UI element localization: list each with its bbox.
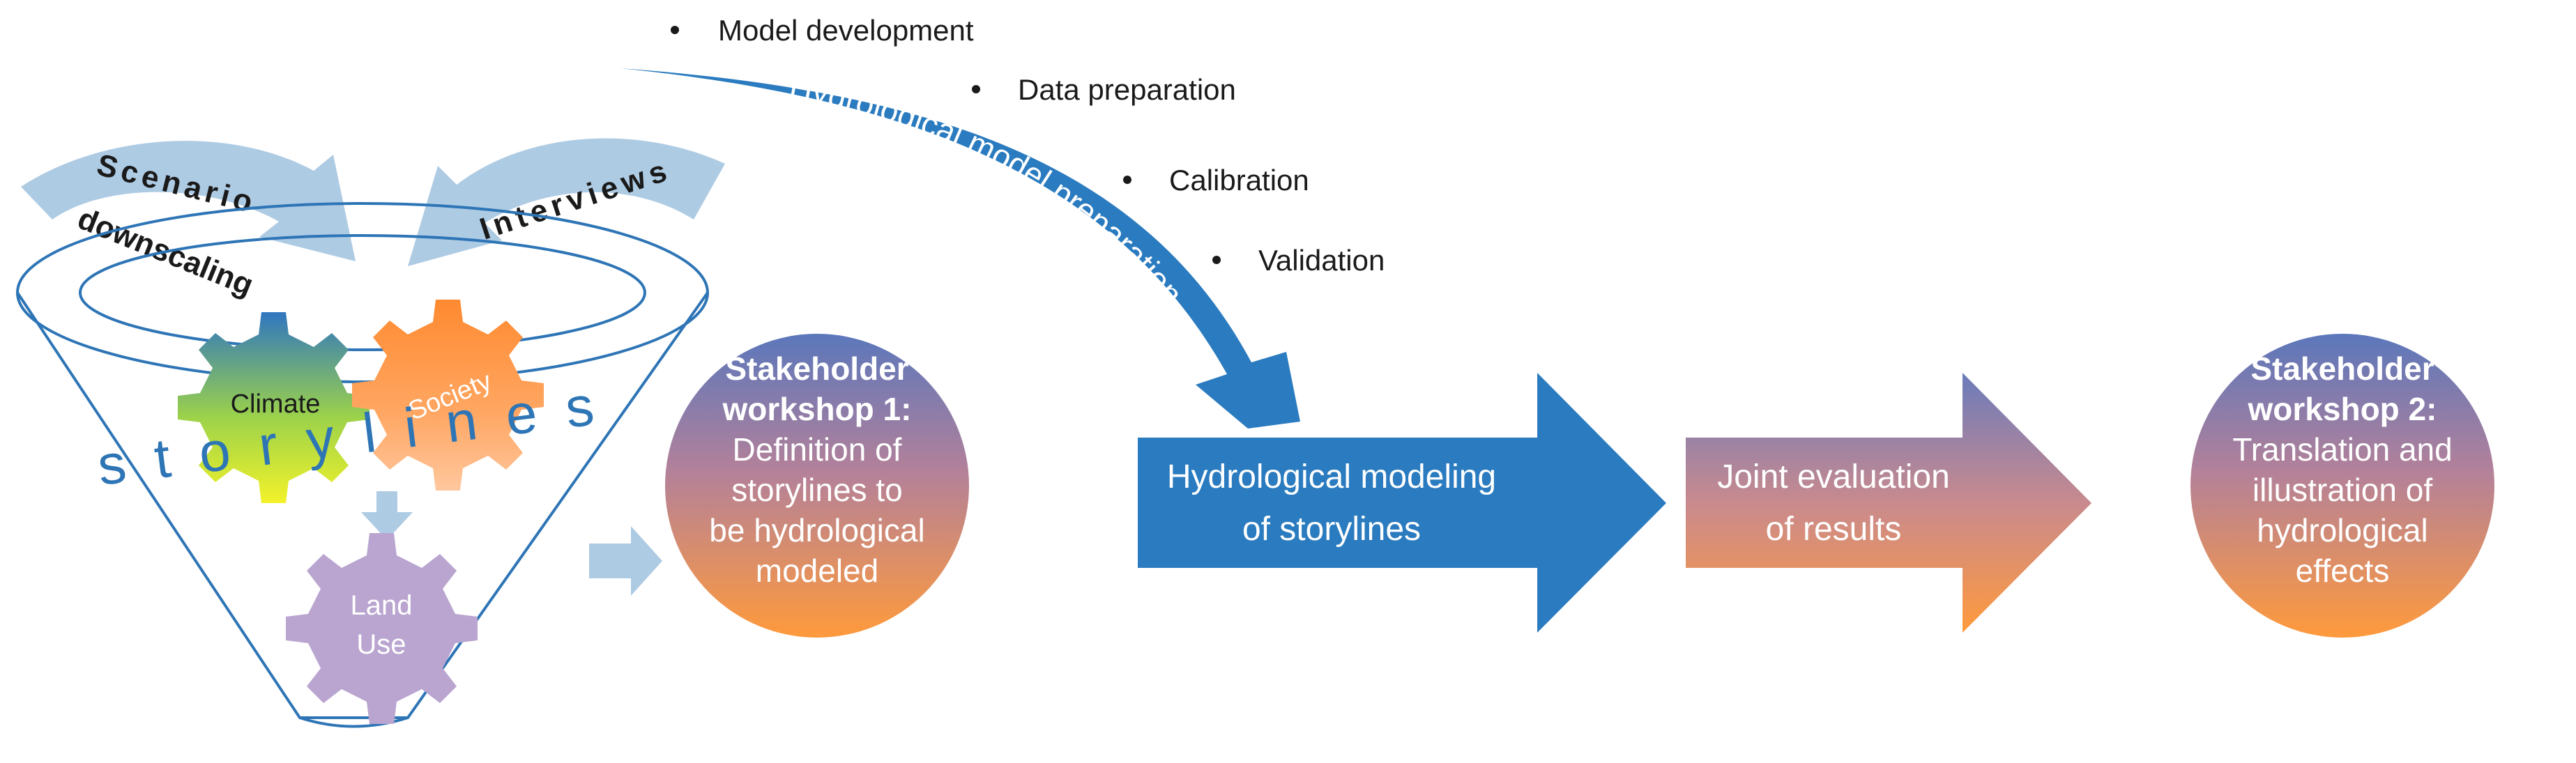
workshop1-line-2: workshop 1:	[722, 391, 912, 427]
workshop1-line-5: be hydrological	[709, 512, 924, 548]
storylines-funnel	[16, 202, 709, 728]
bullet-validation: Validation	[1258, 244, 1385, 277]
society-gear-icon: Society	[352, 300, 544, 491]
model-preparation-bullets: Model development Data preparation Calib…	[671, 14, 1385, 277]
landuse-label-1: Land	[351, 590, 413, 621]
down-arrow-icon	[361, 491, 413, 540]
climate-gear-icon: Climate	[178, 312, 369, 503]
workshop1-line-1: Stakeholder	[725, 350, 908, 387]
workshop2-line-4: illustration of	[2253, 472, 2432, 508]
right-arrow-icon	[589, 526, 662, 596]
bullet-calibration: Calibration	[1169, 164, 1309, 196]
workshop1-line-3: Definition of	[733, 431, 902, 468]
stakeholder-workshop-1: Stakeholder workshop 1: Definition of st…	[665, 334, 969, 638]
bullet-model-development: Model development	[718, 14, 974, 47]
stakeholder-workshop-2: Stakeholder workshop 2: Translation and …	[2190, 334, 2494, 638]
workshop1-line-6: modeled	[756, 553, 878, 589]
modeling-label-1: Hydrological modeling	[1167, 458, 1496, 495]
bullet-icon	[1123, 176, 1131, 184]
climate-label: Climate	[231, 390, 321, 419]
workshop1-line-4: storylines to	[731, 472, 902, 508]
bullet-data-preparation: Data preparation	[1018, 73, 1236, 106]
workshop2-line-1: Stakeholder	[2250, 350, 2434, 387]
bullet-icon	[671, 26, 679, 34]
workshop2-line-2: workshop 2:	[2248, 391, 2437, 427]
evaluation-label-1: Joint evaluation	[1717, 458, 1950, 495]
workshop2-line-3: Translation and	[2232, 431, 2452, 468]
interviews-arrow: Interviews	[408, 138, 725, 266]
landuse-gear-icon: Land Use	[286, 533, 478, 724]
scenario-downscaling-arrow: Scenario downscaling	[21, 141, 356, 302]
evaluation-label-2: of results	[1766, 511, 1902, 548]
bullet-icon	[1212, 256, 1221, 264]
workshop2-line-5: hydrological	[2257, 512, 2428, 548]
joint-evaluation-arrow: Joint evaluation of results	[1686, 373, 2091, 633]
modeling-label-2: of storylines	[1242, 511, 1421, 548]
landuse-label-2: Use	[356, 629, 406, 660]
hydrological-modeling-arrow: Hydrological modeling of storylines	[1138, 373, 1666, 633]
bullet-icon	[972, 85, 980, 93]
workshop2-line-6: effects	[2296, 553, 2390, 589]
